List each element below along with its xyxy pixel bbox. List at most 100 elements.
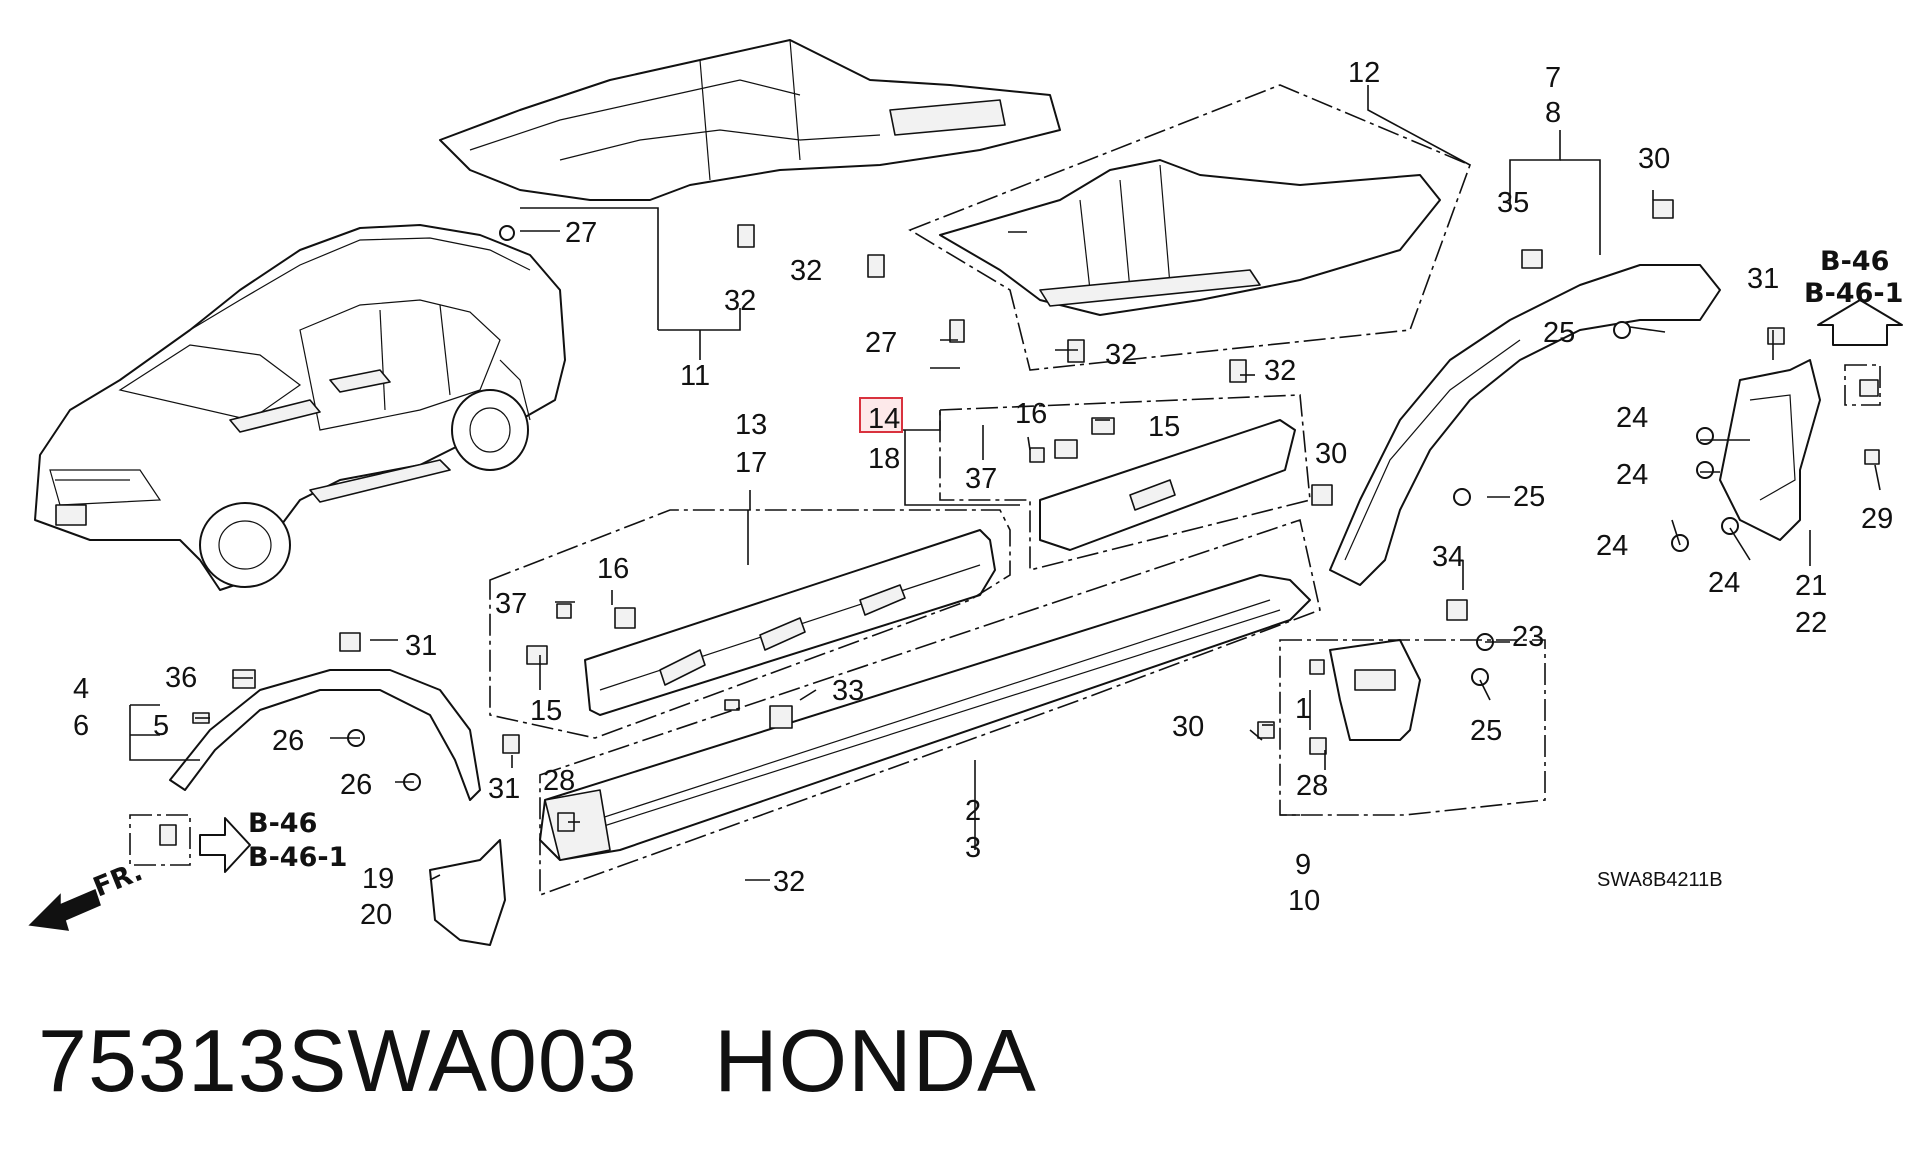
callout-36[interactable]: 36 — [165, 662, 197, 694]
callout-10[interactable]: 10 — [1288, 885, 1320, 917]
callout-labels: 12 7 8 30 35 27 32 32 11 27 32 32 25 31 … — [73, 57, 1893, 931]
callout-35[interactable]: 35 — [1497, 187, 1529, 219]
callout-11[interactable]: 11 — [680, 360, 710, 392]
vehicle-illustration — [34, 224, 566, 591]
clip-icon — [1311, 484, 1333, 506]
callout-22[interactable]: 22 — [1795, 607, 1827, 639]
callout-20[interactable]: 20 — [360, 899, 392, 931]
callout-8[interactable]: 8 — [1545, 97, 1561, 129]
callout-24[interactable]: 24 — [1596, 530, 1628, 562]
front-wheel-arch-molding[interactable] — [169, 669, 481, 801]
callout-26[interactable]: 26 — [340, 769, 372, 801]
clip-icon — [867, 254, 885, 278]
callout-27[interactable]: 27 — [565, 217, 597, 249]
clip-icon — [1029, 447, 1045, 463]
highlight-box — [859, 397, 903, 433]
callout-25[interactable]: 25 — [1470, 715, 1502, 747]
callout-16[interactable]: 16 — [1015, 398, 1047, 430]
rear-mudguard[interactable] — [1719, 359, 1821, 541]
callout-31[interactable]: 31 — [405, 630, 437, 662]
callout-31[interactable]: 31 — [1747, 263, 1779, 295]
callout-26[interactable]: 26 — [272, 725, 304, 757]
callout-32[interactable]: 32 — [1105, 339, 1137, 371]
clip-icon — [1446, 599, 1468, 621]
ref-left-bottom[interactable]: B-46-1 — [248, 842, 347, 873]
callout-32[interactable]: 32 — [773, 866, 805, 898]
callout-16[interactable]: 16 — [597, 553, 629, 585]
callout-2[interactable]: 2 — [965, 795, 981, 827]
callout-15[interactable]: 15 — [530, 695, 562, 727]
clip-icon — [232, 669, 256, 689]
clip-icon — [1067, 339, 1085, 363]
callout-27[interactable]: 27 — [865, 327, 897, 359]
screw-icon — [1453, 488, 1471, 506]
diagram-code: SWA8B4211B — [1597, 869, 1723, 891]
callout-32[interactable]: 32 — [790, 255, 822, 287]
clip-icon — [1652, 199, 1674, 219]
rear-floor-undercover[interactable] — [939, 159, 1441, 316]
callout-33[interactable]: 33 — [832, 675, 864, 707]
clip-icon — [614, 607, 636, 629]
bolt-icon — [949, 319, 965, 343]
callout-6[interactable]: 6 — [73, 710, 89, 742]
section-references: B-46 B-46-1 B-46 B-46-1 FR. — [89, 246, 1903, 903]
arrow-up-icon — [1817, 299, 1903, 346]
callout-32[interactable]: 32 — [724, 285, 756, 317]
callout-25[interactable]: 25 — [1543, 317, 1575, 349]
callout-18[interactable]: 18 — [868, 443, 900, 475]
callout-34[interactable]: 34 — [1432, 541, 1464, 573]
callout-19[interactable]: 19 — [362, 863, 394, 895]
callout-12[interactable]: 12 — [1348, 57, 1380, 89]
callout-9[interactable]: 9 — [1295, 849, 1311, 881]
callout-28[interactable]: 28 — [1296, 770, 1328, 802]
callout-23[interactable]: 23 — [1512, 621, 1544, 653]
callout-13[interactable]: 13 — [735, 409, 767, 441]
callout-32[interactable]: 32 — [1264, 355, 1296, 387]
clip-icon — [769, 705, 793, 729]
callout-17[interactable]: 17 — [735, 447, 767, 479]
arrow-front-icon — [28, 888, 101, 931]
callout-28[interactable]: 28 — [543, 765, 575, 797]
callout-21[interactable]: 21 — [1795, 570, 1827, 602]
callout-37[interactable]: 37 — [495, 588, 527, 620]
callout-30[interactable]: 30 — [1315, 438, 1347, 470]
callout-30[interactable]: 30 — [1172, 711, 1204, 743]
reference-arrow-right — [1817, 299, 1903, 346]
callout-37[interactable]: 37 — [965, 463, 997, 495]
ref-right-bottom[interactable]: B-46-1 — [1804, 278, 1903, 309]
screw-icon — [1721, 517, 1739, 535]
side-sill-garnish-rear[interactable] — [1039, 419, 1296, 551]
clip-icon — [1229, 359, 1247, 383]
side-step-bracket[interactable] — [1329, 639, 1421, 741]
side-sill-garnish-front[interactable] — [584, 529, 996, 716]
clip-icon — [737, 224, 755, 248]
callout-7[interactable]: 7 — [1545, 62, 1561, 94]
ref-right-top[interactable]: B-46 — [1820, 246, 1889, 277]
footer-caption: 75313SWA003 HONDA — [38, 1010, 1037, 1112]
ref-left-top[interactable]: B-46 — [248, 808, 317, 839]
callout-31[interactable]: 31 — [488, 773, 520, 805]
rear-wheel-arch-molding[interactable] — [1329, 264, 1721, 586]
callout-24[interactable]: 24 — [1616, 402, 1648, 434]
clip-icon — [724, 699, 740, 711]
screw-icon — [1471, 668, 1489, 686]
callout-15[interactable]: 15 — [1148, 411, 1180, 443]
side-step-assembly[interactable] — [539, 574, 1311, 861]
callout-30[interactable]: 30 — [1638, 143, 1670, 175]
callout-1[interactable]: 1 — [1295, 693, 1311, 725]
callout-24[interactable]: 24 — [1616, 459, 1648, 491]
callout-4[interactable]: 4 — [73, 673, 89, 705]
front-mudguard[interactable] — [429, 839, 506, 946]
callout-5[interactable]: 5 — [153, 710, 169, 742]
callout-3[interactable]: 3 — [965, 832, 981, 864]
screw-icon — [556, 603, 572, 619]
callout-25[interactable]: 25 — [1513, 481, 1545, 513]
callout-29[interactable]: 29 — [1861, 503, 1893, 535]
callout-14[interactable]: 14 — [868, 403, 900, 435]
callout-24[interactable]: 24 — [1708, 567, 1740, 599]
clip-icon — [159, 824, 177, 846]
part-number: 75313SWA003 — [38, 1011, 638, 1110]
front-floor-undercover[interactable] — [439, 39, 1061, 201]
nut-icon — [1864, 449, 1880, 465]
clip-icon — [1054, 439, 1078, 459]
